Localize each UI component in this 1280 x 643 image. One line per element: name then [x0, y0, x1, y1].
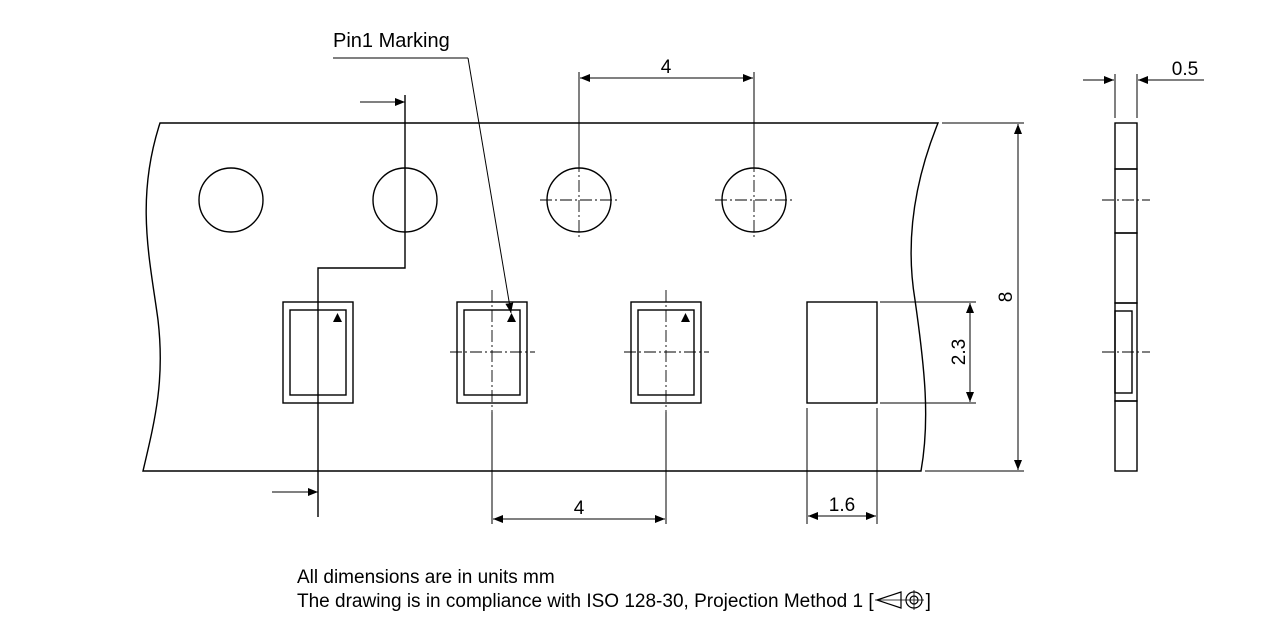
pin1-marking-leader: Pin1 Marking	[333, 30, 514, 314]
notes-compliance-text: The drawing is in compliance with ISO 12…	[297, 591, 874, 612]
projection-method-1-icon	[874, 590, 924, 610]
dim-sprocket-pitch: 4	[578, 57, 755, 165]
pin1-triangle-icon	[333, 313, 342, 322]
empty-pocket	[806, 301, 878, 404]
sprocket-hole	[198, 167, 264, 233]
dim-pocket-height-label: 2.3	[949, 339, 970, 365]
dim-tape-thickness: 0.5	[1083, 59, 1204, 118]
carrier-tape-outline	[142, 122, 940, 472]
dim-pocket-pitch: 4	[491, 412, 667, 524]
pin1-triangle-icon	[507, 313, 516, 322]
notes-compliance-end: ]	[925, 591, 931, 612]
notes-line-units: All dimensions are in units mm	[297, 567, 555, 588]
pin1-marking-label: Pin1 Marking	[333, 30, 450, 52]
dim-tape-width: 8	[925, 122, 1024, 472]
dim-sprocket-pitch-label: 4	[661, 57, 672, 78]
dim-pocket-width: 1.6	[806, 408, 878, 524]
dim-tape-width-label: 8	[996, 292, 1017, 303]
side-section-view	[1102, 122, 1150, 472]
notes-line-compliance: The drawing is in compliance with ISO 12…	[297, 589, 931, 613]
dim-pocket-height: 2.3	[880, 301, 976, 404]
drawing-notes: All dimensions are in units mm The drawi…	[297, 567, 931, 613]
dim-pocket-pitch-label: 4	[574, 498, 585, 519]
dim-tape-thickness-label: 0.5	[1172, 59, 1198, 80]
section-cut-line	[272, 95, 406, 517]
pin1-triangle-icon	[681, 313, 690, 322]
dim-pocket-width-label: 1.6	[829, 495, 855, 516]
component-pockets	[282, 290, 878, 412]
